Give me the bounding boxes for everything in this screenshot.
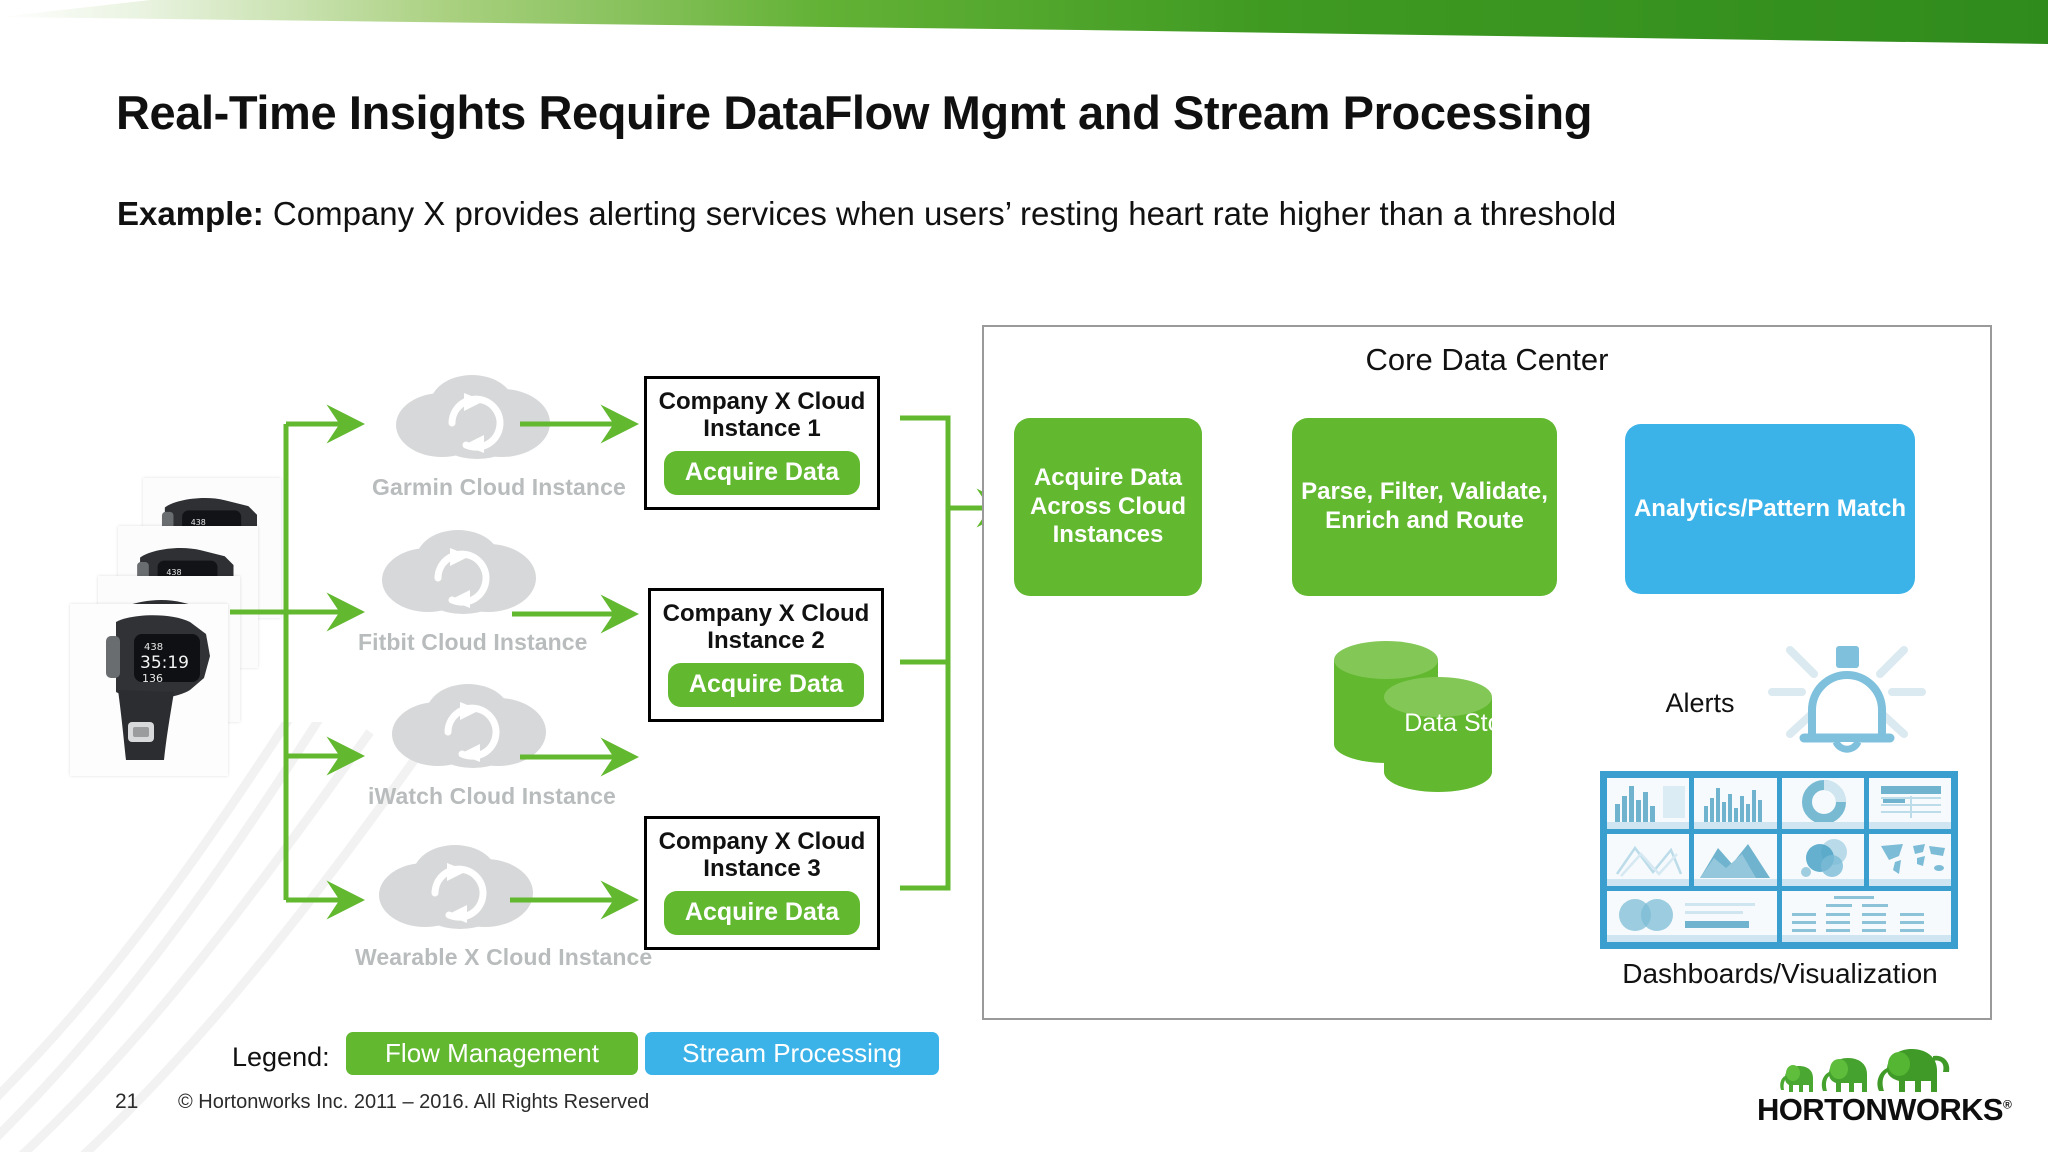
dash-tile-venn-bubble xyxy=(1781,834,1864,886)
svg-text:35:19: 35:19 xyxy=(140,653,189,673)
dash-tile-area-chart xyxy=(1694,834,1777,886)
slide-subtitle: Example: Company X provides alerting ser… xyxy=(117,193,1877,235)
proc-box-acquire-across-clouds[interactable]: Acquire Data Across Cloud Instances xyxy=(1014,418,1202,596)
copyright-notice: © Hortonworks Inc. 2011 – 2016. All Righ… xyxy=(178,1091,650,1113)
data-store-node: Data Store xyxy=(1316,620,1556,800)
top-green-banner xyxy=(0,0,2048,52)
svg-text:136: 136 xyxy=(142,672,163,685)
cloud-node-iwatch: iWatch Cloud Instance xyxy=(368,676,616,810)
legend-chip-stream-processing[interactable]: Stream Processing xyxy=(645,1032,939,1075)
database-cylinder-icon xyxy=(1334,641,1492,792)
instance-box-title: Company X Cloud Instance 3 xyxy=(658,828,866,882)
instance-box-title: Company X Cloud Instance 2 xyxy=(662,600,870,654)
dashboard-grid-icon xyxy=(1600,771,1958,949)
dash-tile-table-wide xyxy=(1781,890,1951,942)
dash-tile-bar-chart xyxy=(1607,778,1690,830)
proc-box-label: Acquire Data Across Cloud Instances xyxy=(1029,463,1187,549)
acquire-data-chip[interactable]: Acquire Data xyxy=(668,662,864,707)
data-store-label: Data Store xyxy=(1404,709,1524,737)
logo-word-text: HORTONWORKS xyxy=(1757,1092,2004,1127)
cloud-sync-icon xyxy=(396,375,550,459)
hortonworks-logo: HORTONWORKS® xyxy=(1757,1048,2012,1130)
wearable-device-image-4: 438 35:19 136 xyxy=(70,604,228,776)
slide-title: Real-Time Insights Require DataFlow Mgmt… xyxy=(116,86,1593,139)
instance-box-2[interactable]: Company X Cloud Instance 2 Acquire Data xyxy=(648,588,884,722)
proc-box-parse-filter-validate[interactable]: Parse, Filter, Validate, Enrich and Rout… xyxy=(1292,418,1557,596)
cloud-node-wearable-x: Wearable X Cloud Instance xyxy=(355,837,653,971)
dash-tile-donut-chart xyxy=(1781,778,1864,830)
dash-tile-venn-text xyxy=(1607,890,1777,942)
cloud-node-label: Garmin Cloud Instance xyxy=(372,474,626,500)
instance-box-1[interactable]: Company X Cloud Instance 1 Acquire Data xyxy=(644,376,880,510)
bell-icon xyxy=(1762,630,1932,770)
dash-tile-world-map xyxy=(1868,834,1951,886)
cloud-node-garmin: Garmin Cloud Instance xyxy=(372,367,626,501)
acquire-data-chip[interactable]: Acquire Data xyxy=(664,890,860,935)
cloud-sync-icon xyxy=(392,684,546,768)
proc-box-analytics-pattern-match[interactable]: Analytics/Pattern Match xyxy=(1625,424,1915,594)
page-number: 21 xyxy=(115,1090,139,1113)
cloud-node-label: Wearable X Cloud Instance xyxy=(355,944,653,970)
cloud-sync-icon xyxy=(382,530,536,614)
cloud-node-label: iWatch Cloud Instance xyxy=(368,783,616,809)
acquire-data-chip[interactable]: Acquire Data xyxy=(664,450,860,495)
svg-text:438: 438 xyxy=(144,642,163,653)
dashboards-caption: Dashboards/Visualization xyxy=(1622,958,1938,989)
cloud-node-fitbit: Fitbit Cloud Instance xyxy=(358,522,588,656)
legend-label: Legend: xyxy=(232,1042,330,1072)
dash-tile-table xyxy=(1868,778,1951,830)
svg-text:438: 438 xyxy=(166,568,181,577)
proc-box-label: Analytics/Pattern Match xyxy=(1633,494,1907,522)
cloud-sync-icon xyxy=(379,845,533,929)
subtitle-rest: Company X provides alerting services whe… xyxy=(263,195,1617,232)
instance-box-title: Company X Cloud Instance 1 xyxy=(658,388,866,442)
logo-trademark: ® xyxy=(2003,1097,2012,1112)
proc-box-label: Parse, Filter, Validate, Enrich and Rout… xyxy=(1301,478,1548,534)
instance-box-3[interactable]: Company X Cloud Instance 3 Acquire Data xyxy=(644,816,880,950)
alerts-label: Alerts xyxy=(1665,688,1735,718)
three-elephants-icon xyxy=(1780,1049,1950,1092)
legend-chip-flow-management[interactable]: Flow Management xyxy=(346,1032,638,1075)
core-data-center-title: Core Data Center xyxy=(1365,342,1609,377)
dash-tile-line-chart xyxy=(1607,834,1690,886)
subtitle-lead: Example: xyxy=(117,195,264,232)
cloud-node-label: Fitbit Cloud Instance xyxy=(358,629,588,655)
dash-tile-bar-chart xyxy=(1694,778,1777,830)
wearable-device-stack: 438 35:19 438 35:19 438 35:19 xyxy=(70,478,285,778)
svg-text:438: 438 xyxy=(191,518,206,527)
hortonworks-wordmark: HORTONWORKS® xyxy=(1757,1092,2012,1128)
